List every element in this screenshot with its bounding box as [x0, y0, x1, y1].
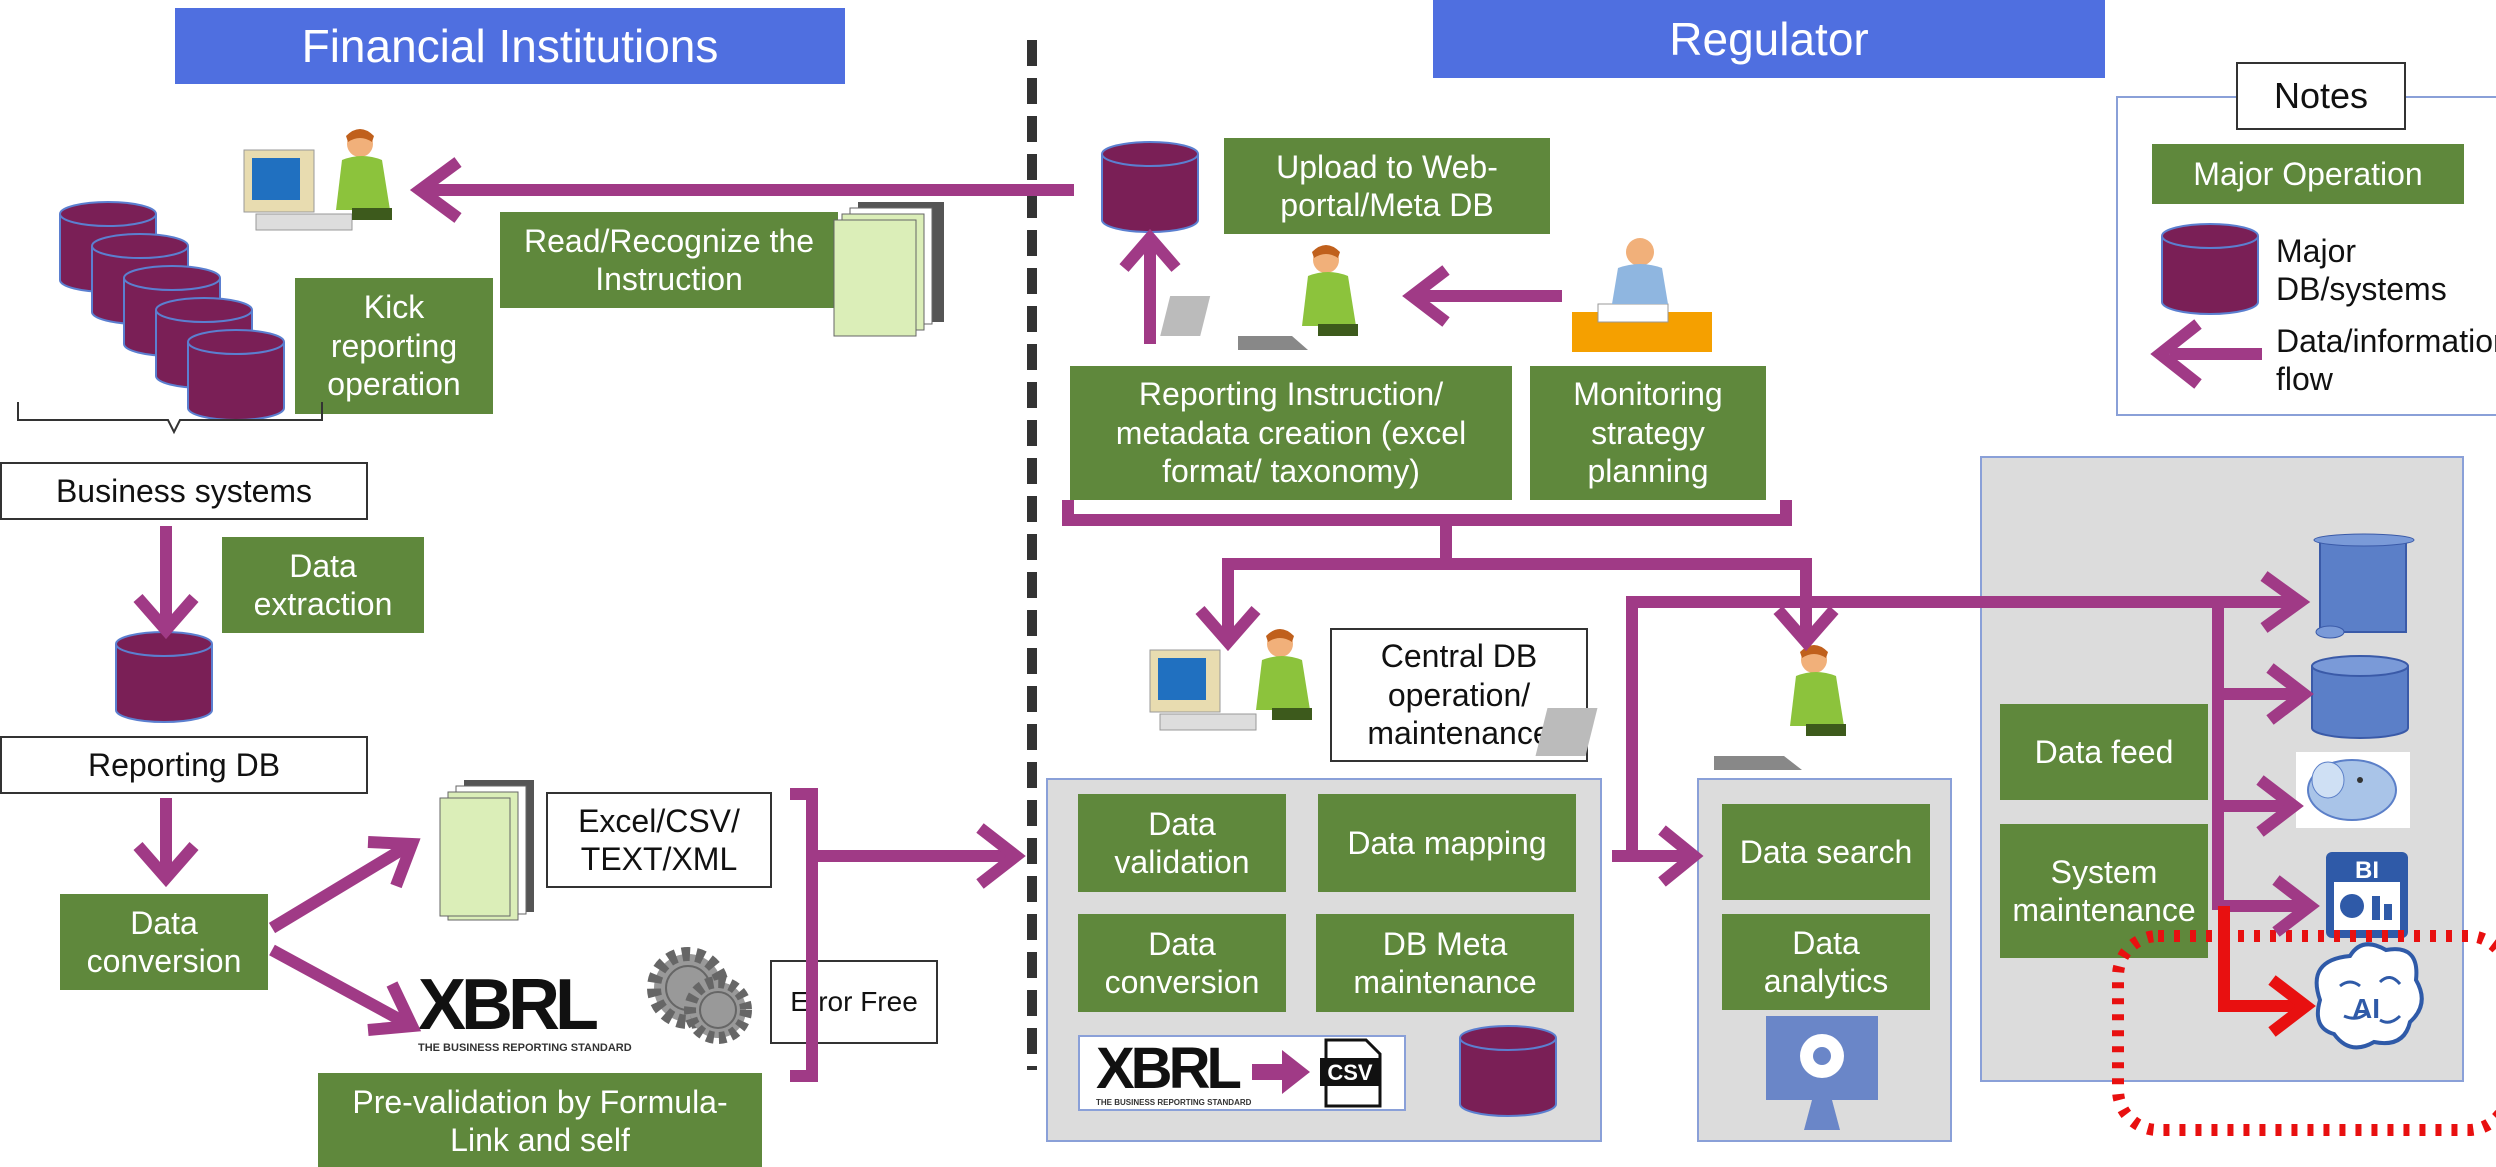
csv-file-icon: CSV [1320, 1038, 1382, 1108]
upload-db-icon [1101, 141, 1199, 233]
central-db-box: Central DB operation/ maintenance [1330, 628, 1588, 762]
error-free-box: Error Free [770, 960, 938, 1044]
reg-person-writing-icon [1572, 238, 1712, 352]
notes-major-db-label: Major DB/systems [2276, 233, 2447, 308]
elephant-icon [2296, 752, 2410, 828]
data-feed-box: Data feed [2000, 704, 2208, 800]
data-search-box: Data search [1722, 804, 1930, 900]
fi-data-conversion-box: Data conversion [60, 894, 268, 990]
reg-person-laptop-icon [1160, 245, 1358, 350]
to-xbrl-arrow [269, 944, 411, 1030]
upload-box: Upload to Web-portal/Meta DB [1224, 138, 1550, 234]
notes-arrow-icon [2150, 319, 2262, 389]
analytics-person-laptop-icon [1535, 645, 1846, 770]
data-extraction-box: Data extraction [222, 537, 424, 633]
ai-label: AI [2352, 993, 2380, 1024]
ai-red-arrow [2218, 906, 2302, 1012]
gears-icon [647, 947, 752, 1044]
bi-dashboard-icon [2326, 852, 2408, 938]
notes-major-operation: Major Operation [2152, 144, 2464, 204]
reporting-db-icon [115, 631, 213, 723]
fi-person-computer-icon [243, 129, 392, 231]
data-mapping-box: Data mapping [1318, 794, 1576, 892]
central-db-icon [1459, 1025, 1557, 1117]
xbrl-small-text: XBRL [1096, 1036, 1242, 1101]
instruction-bracket [1062, 500, 1792, 526]
business-systems-box: Business systems [0, 462, 368, 520]
xbrl-logo: XBRL THE BUSINESS REPORTING STANDARD [418, 965, 632, 1058]
formats-document-stack-icon [439, 780, 534, 921]
formats-box: Excel/CSV/ TEXT/XML [546, 792, 772, 888]
notes-flow-label: Data/information flow [2276, 323, 2496, 398]
to-formats-arrow [268, 840, 412, 934]
scroll-icon [2313, 533, 2415, 639]
regulator-header: Regulator [1433, 0, 2105, 78]
business-db-stack-icon [59, 201, 285, 421]
monitoring-box: Monitoring strategy planning [1530, 366, 1766, 500]
xbrl-logo-small: XBRL THE BUSINESS REPORTING STANDARD [1096, 1036, 1252, 1110]
central-person-computer-icon [1149, 629, 1312, 731]
monitor-chrome-icon [1766, 1016, 1878, 1130]
kick-reporting-box: Kick reporting operation [295, 278, 493, 414]
feed-db-icon [2311, 655, 2409, 739]
xbrl-tagline: THE BUSINESS REPORTING STANDARD [418, 1042, 632, 1054]
financial-institutions-header: Financial Institutions [175, 8, 845, 84]
to-analytics-arrow [1612, 596, 2296, 862]
notes-db-icon [2161, 223, 2259, 315]
data-validation-box: Data validation [1078, 794, 1286, 892]
notes-title: Notes [2236, 62, 2406, 130]
reporting-db-box: Reporting DB [0, 736, 368, 794]
xbrl-logo-text: XBRL [418, 965, 599, 1045]
reporting-instruction-box: Reporting Instruction/ metadata creation… [1070, 366, 1512, 500]
data-analytics-box: Data analytics [1722, 914, 1930, 1010]
bi-label: BI [2355, 857, 2379, 884]
fi-document-stack-icon [833, 202, 944, 337]
reg-data-conversion-box: Data conversion [1078, 914, 1286, 1012]
xbrl-small-tagline: THE BUSINESS REPORTING STANDARD [1096, 1098, 1252, 1107]
system-maintenance-box: System maintenance [2000, 824, 2208, 958]
svg-text:CSV: CSV [1327, 1060, 1373, 1085]
business-brace [17, 402, 323, 435]
prevalidation-box: Pre-validation by Formula-Link and self [318, 1073, 762, 1167]
read-instruction-box: Read/Recognize the Instruction [500, 212, 838, 308]
ai-highlight-box [2112, 930, 2496, 1136]
fi-output-bracket [790, 788, 818, 1082]
xbrl-to-csv-arrow [1252, 1050, 1310, 1094]
ai-brain-icon [2314, 942, 2424, 1050]
db-meta-box: DB Meta maintenance [1316, 914, 1574, 1012]
